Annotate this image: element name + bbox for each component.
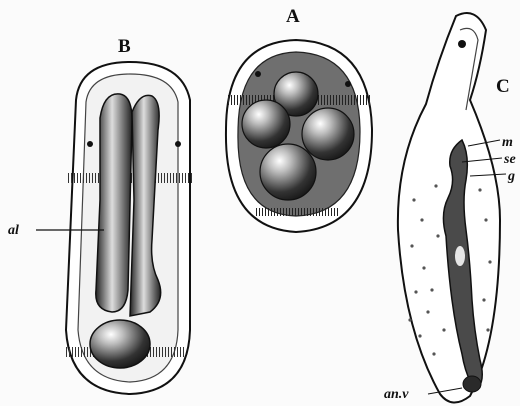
figure-c-annotation-se: se [503, 152, 516, 167]
figure-c-label: C [496, 76, 510, 97]
figure-a-sphere-right [302, 108, 354, 160]
figure-a-sphere-bottom [260, 144, 316, 200]
figure-b-eyespot-left [87, 141, 93, 147]
figure-c-annotation-anv: an.v [384, 387, 409, 402]
figure-c-annotation-m: m [502, 135, 513, 150]
figure-a-eyespot-left [255, 71, 261, 77]
figure-b-intestine [96, 94, 132, 312]
figure-c-annotation-g: g [507, 169, 515, 184]
figure-a-sphere-left [242, 100, 290, 148]
figure-b-annotation-al: al [8, 223, 19, 238]
figure-a-label: A [286, 6, 300, 27]
figure-a-eyespot-right [345, 81, 351, 87]
figure-c-anal-vesicle [463, 376, 481, 392]
figure-c-eyespot [458, 40, 466, 48]
figure-b-bottom-sphere [90, 320, 150, 368]
figure-b-eyespot-right [175, 141, 181, 147]
figure-c-gut-highlight [455, 246, 465, 266]
figure-a: A [226, 6, 372, 232]
figure-b: B al [8, 36, 192, 394]
figure-c: C m se g an.v [384, 13, 516, 402]
figure-b-label: B [118, 36, 131, 57]
